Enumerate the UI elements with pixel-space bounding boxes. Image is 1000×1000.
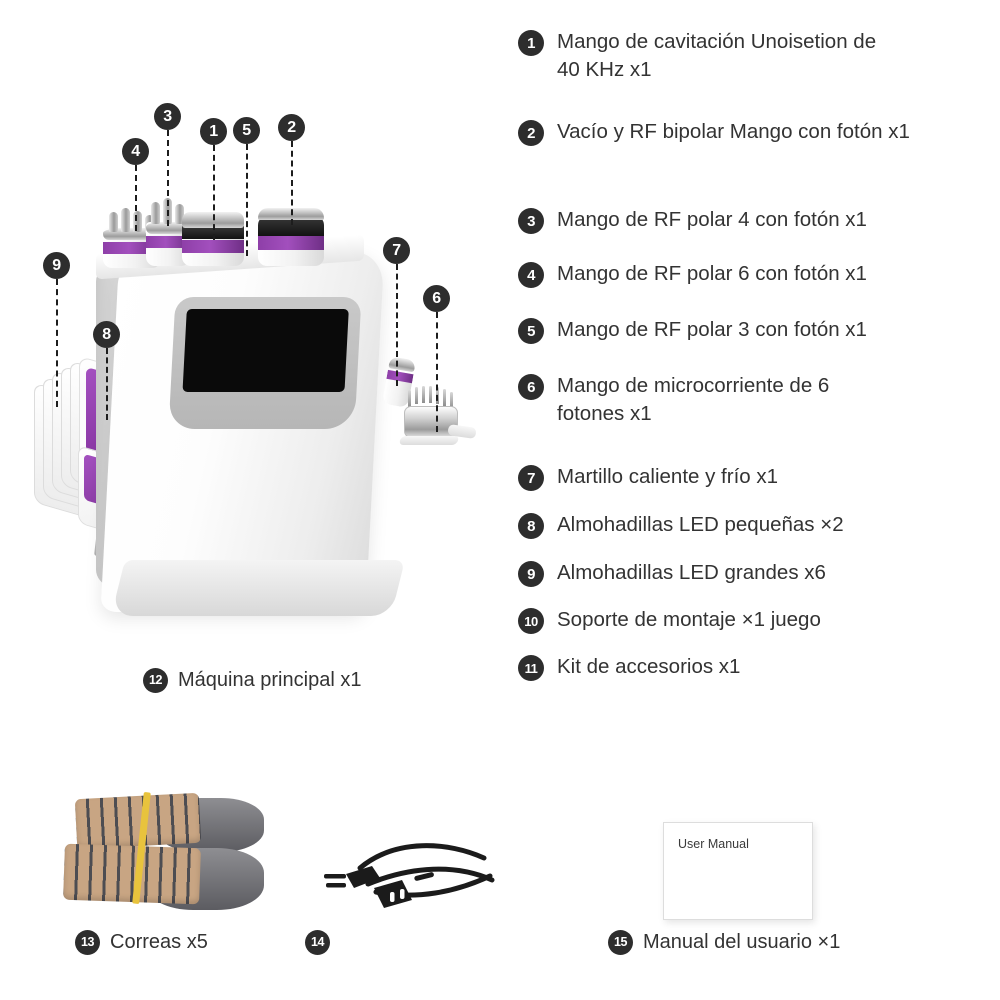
badge-1: 1 (518, 30, 544, 56)
callout-leader-line (245, 144, 248, 256)
callout-8: 8 (93, 321, 120, 420)
callout-3: 3 (154, 103, 181, 226)
machine-base-foot (111, 560, 405, 616)
badge-11: 11 (518, 655, 544, 681)
manual-cover-title: User Manual (678, 837, 749, 851)
callout-badge-7: 7 (383, 237, 410, 264)
parts-list-item: 2 Vacío y RF bipolar Mango con fotón x1 (518, 118, 910, 146)
badge-3: 3 (518, 208, 544, 234)
callout-badge-9: 9 (43, 252, 70, 279)
caption-main-machine: 12 Máquina principal x1 (143, 668, 361, 693)
callout-leader-line (212, 145, 215, 240)
user-manual-illustration: User Manual (663, 822, 813, 920)
parts-list-item: 3 Mango de RF polar 4 con fotón x1 (518, 206, 867, 234)
callout-5: 5 (233, 117, 260, 256)
callout-9: 9 (43, 252, 70, 407)
badge-8: 8 (518, 513, 544, 539)
badge-7: 7 (518, 465, 544, 491)
callout-2: 2 (278, 114, 305, 225)
handle-vacuum-bipolar-rf (258, 204, 324, 266)
callout-leader-line (395, 264, 398, 386)
callout-leader-line (290, 141, 293, 225)
callout-4: 4 (122, 138, 149, 231)
parts-list-item: 10 Soporte de montaje ×1 juego (518, 606, 821, 634)
parts-list-item-label: Kit de accesorios x1 (557, 655, 741, 678)
callout-badge-1: 1 (200, 118, 227, 145)
parts-list-item-label: Mango de microcorriente de 6 fotones x1 (557, 374, 830, 425)
badge-15: 15 (608, 930, 633, 955)
parts-list-item-label: Martillo caliente y frío x1 (557, 465, 779, 488)
parts-list-item: 11 Kit de accesorios x1 (518, 653, 740, 681)
callout-leader-line (134, 165, 137, 231)
callout-badge-5: 5 (233, 117, 260, 144)
caption-user-manual: 15 Manual del usuario ×1 (608, 930, 840, 955)
badge-13: 13 (75, 930, 100, 955)
parts-list-item-label: Mango de cavitación Unoisetion de 40 KHz… (557, 30, 877, 81)
parts-list-item: 6 Mango de microcorriente de 6 fotones x1 (518, 372, 829, 427)
callout-leader-line (55, 279, 58, 407)
caption-straps-label: Correas x5 (110, 931, 208, 953)
power-cord-illustration (324, 843, 495, 908)
callout-badge-2: 2 (278, 114, 305, 141)
badge-9: 9 (518, 561, 544, 587)
caption-power-cord: 14 (305, 930, 340, 955)
parts-list-item: 4 Mango de RF polar 6 con fotón x1 (518, 260, 867, 288)
callout-leader-line (166, 130, 169, 226)
caption-user-manual-label: Manual del usuario ×1 (643, 931, 841, 953)
badge-6: 6 (518, 374, 544, 400)
callout-7: 7 (383, 237, 410, 386)
callout-badge-4: 4 (122, 138, 149, 165)
callout-leader-line (435, 312, 438, 432)
callout-1: 1 (200, 118, 227, 240)
callout-badge-6: 6 (423, 285, 450, 312)
parts-list: 1 Mango de cavitación Unoisetion de 40 KH… (518, 0, 1000, 820)
callout-leader-line (105, 348, 108, 420)
badge-12: 12 (143, 668, 168, 693)
parts-list-item-label: Mango de RF polar 4 con fotón x1 (557, 208, 867, 231)
parts-list-item-label: Mango de RF polar 6 con fotón x1 (557, 262, 867, 285)
caption-straps: 13 Correas x5 (75, 930, 208, 955)
badge-10: 10 (518, 608, 544, 634)
parts-list-item: 8 Almohadillas LED pequeñas ×2 (518, 511, 844, 539)
badge-14: 14 (305, 930, 330, 955)
parts-list-item: 7 Martillo caliente y frío x1 (518, 463, 778, 491)
parts-list-item-label: Mango de RF polar 3 con fotón x1 (557, 318, 867, 341)
badge-4: 4 (518, 262, 544, 288)
parts-list-item-label: Soporte de montaje ×1 juego (557, 608, 821, 631)
straps-illustration (60, 790, 264, 915)
badge-2: 2 (518, 120, 544, 146)
caption-main-machine-label: Máquina principal x1 (178, 669, 362, 691)
parts-list-item-label: Vacío y RF bipolar Mango con fotón x1 (557, 120, 910, 143)
control-panel-bezel (168, 297, 362, 429)
callout-badge-8: 8 (93, 321, 120, 348)
parts-list-item: 1 Mango de cavitación Unoisetion de 40 KH… (518, 28, 876, 83)
parts-list-item-label: Almohadillas LED pequeñas ×2 (557, 513, 844, 536)
badge-5: 5 (518, 318, 544, 344)
parts-list-item: 5 Mango de RF polar 3 con fotón x1 (518, 316, 867, 344)
touch-screen[interactable] (182, 309, 349, 392)
callout-6: 6 (423, 285, 450, 432)
parts-list-item: 9 Almohadillas LED grandes x6 (518, 559, 826, 587)
parts-list-item-label: Almohadillas LED grandes x6 (557, 561, 826, 584)
callout-badge-3: 3 (154, 103, 181, 130)
